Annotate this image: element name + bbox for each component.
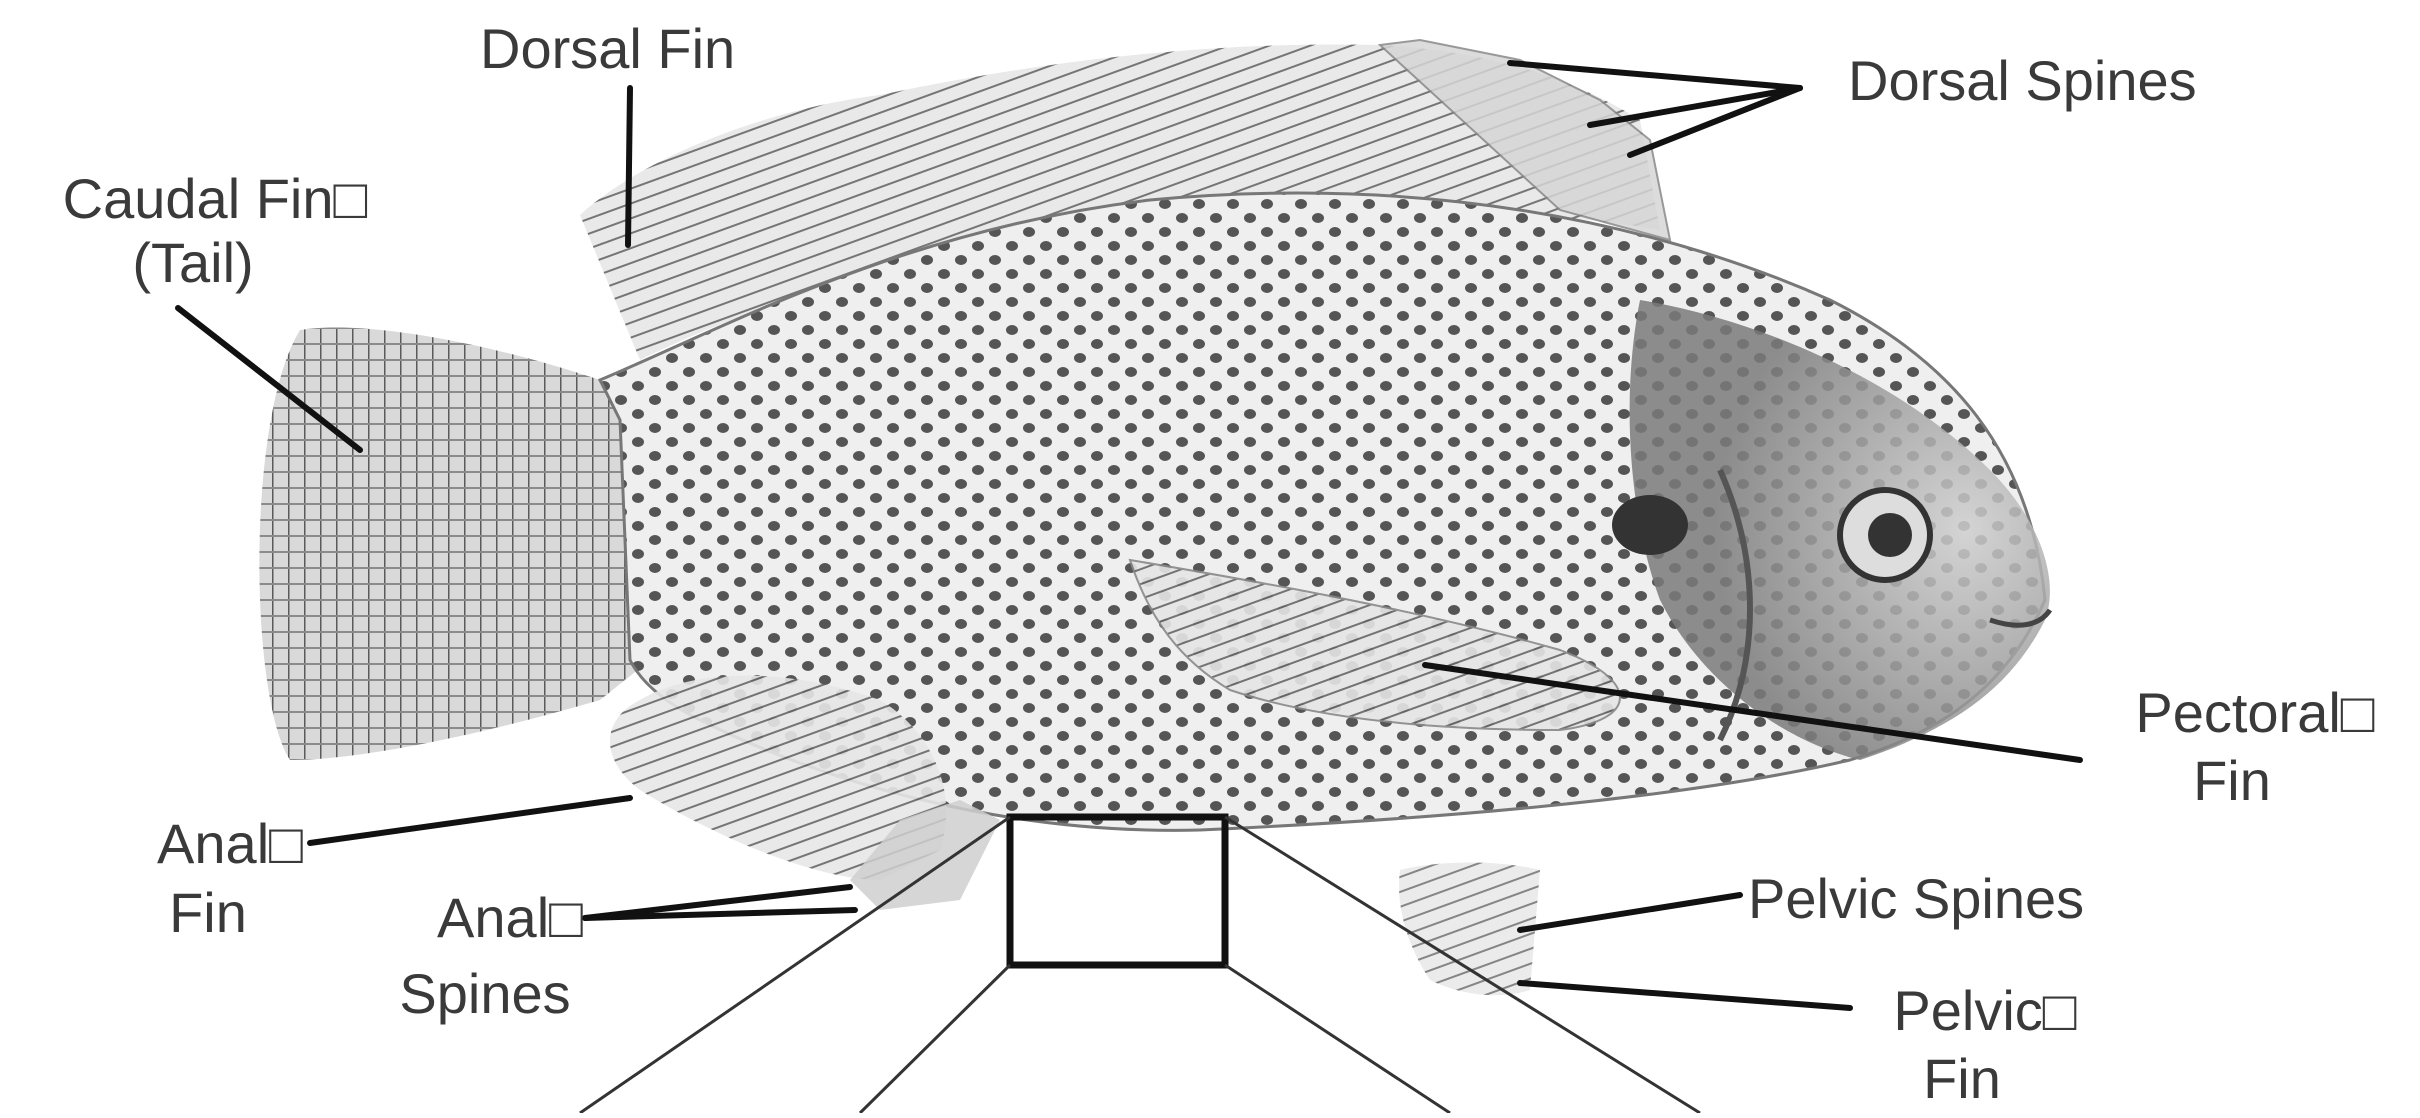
zoom-line bbox=[1225, 965, 1450, 1113]
dorsal-spines-leader bbox=[1590, 88, 1800, 125]
dorsal-fin-leader bbox=[628, 88, 630, 245]
pectoral-fin-label: Pectoral□ bbox=[2135, 681, 2374, 744]
pelvic-fin-leader bbox=[1520, 983, 1850, 1008]
pectoral-fin-label-sub: Fin bbox=[2193, 749, 2271, 812]
anal-fin-label-sub: Fin bbox=[169, 881, 247, 944]
magnification-box bbox=[1010, 817, 1225, 965]
zoom-line bbox=[1225, 817, 1700, 1113]
anal-fin-leader bbox=[310, 798, 630, 843]
pelvic-fin-label: Pelvic□ bbox=[1893, 979, 2076, 1042]
dorsal-spines-label: Dorsal Spines bbox=[1848, 49, 2197, 112]
anal-fin-label: Anal□ bbox=[157, 812, 303, 875]
dorsal-fin-label: Dorsal Fin bbox=[480, 17, 735, 80]
fish-illustration bbox=[259, 40, 2050, 995]
caudal-fin-shape bbox=[259, 327, 650, 760]
dorsal-spines-leader bbox=[1630, 88, 1800, 155]
caudal-fin-label-sub: (Tail) bbox=[132, 231, 253, 294]
anal-spines-label: Anal□ bbox=[437, 886, 583, 949]
pelvic-fin-label-sub: Fin bbox=[1923, 1047, 2001, 1110]
anal-spines-label-sub: Spines bbox=[399, 962, 570, 1025]
pelvic-spines-label: Pelvic Spines bbox=[1748, 867, 2084, 930]
zoom-line bbox=[860, 965, 1010, 1113]
caudal-fin-label: Caudal Fin□ bbox=[63, 167, 368, 230]
pelvic-spines-leader bbox=[1520, 895, 1740, 930]
